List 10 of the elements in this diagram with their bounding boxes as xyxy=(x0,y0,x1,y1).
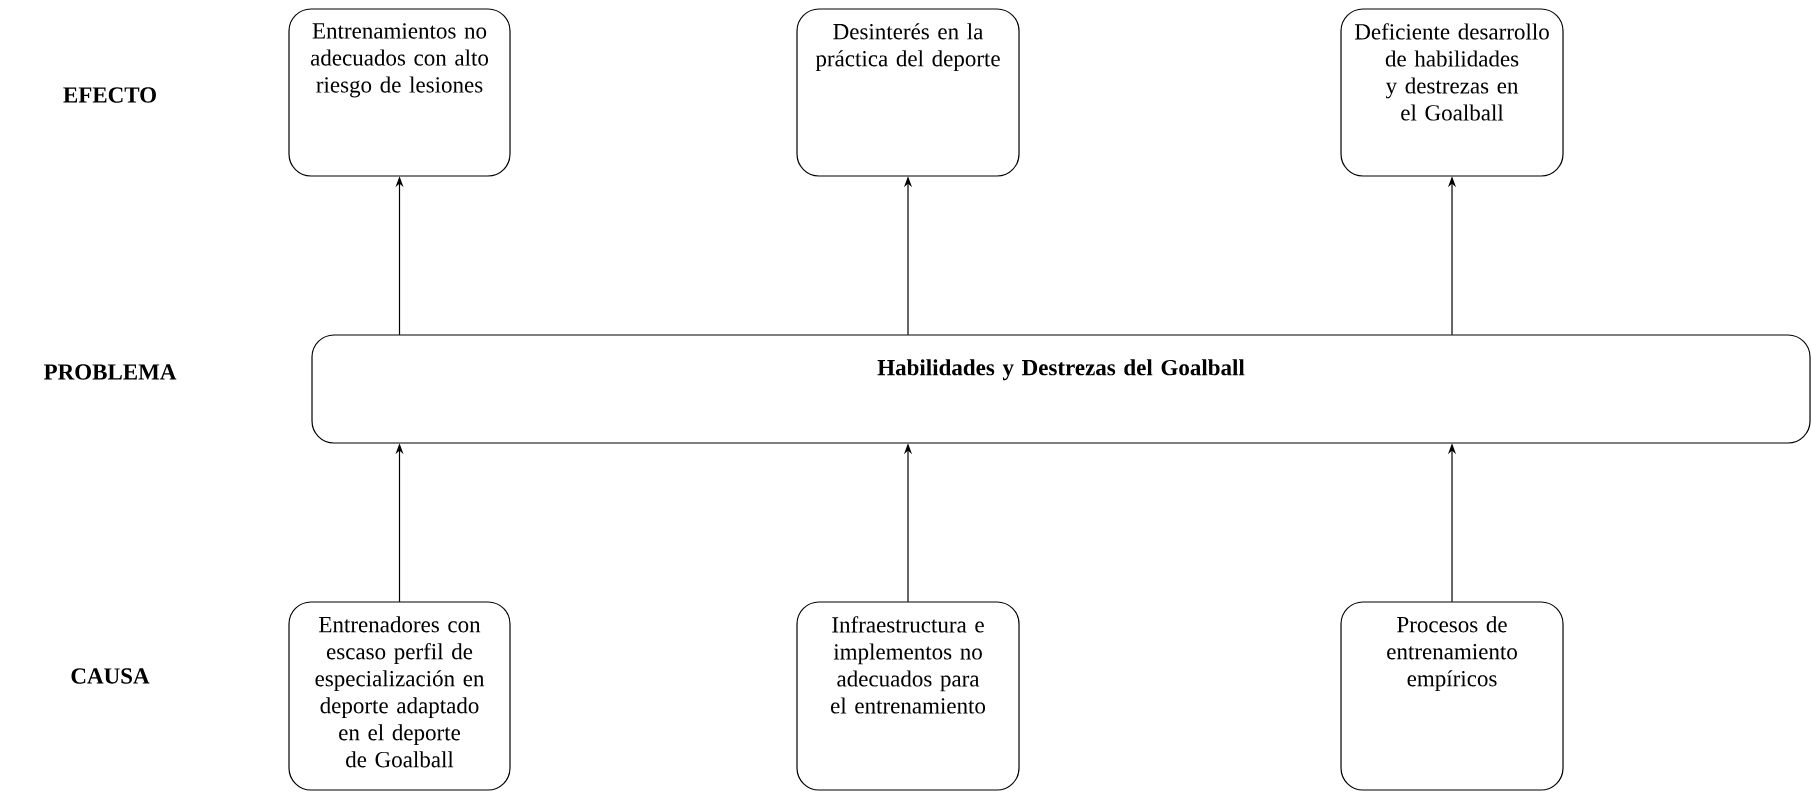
effect-box: Deficiente desarrollo de habilidades y destrezas en el Goalball xyxy=(1340,8,1564,177)
row-label: CAUSA xyxy=(71,668,150,684)
row-label: EFECTO xyxy=(63,87,156,103)
cause-box: Procesos de entrenamiento empíricos xyxy=(1340,601,1564,791)
row-label: PROBLEMA xyxy=(43,364,177,380)
effect-box: Desinterés en la práctica del deporte xyxy=(796,8,1020,177)
effect-box: Entrenamientos no adecuados con alto riesgo de lesiones xyxy=(288,8,511,177)
cause-box: Infraestructura e implementos no adecuados para el entrenamiento xyxy=(796,601,1020,791)
problem-box: Habilidades y Destrezas del Goalball xyxy=(311,334,1811,444)
cause-box: Entrenadores con escaso perfil de especialización en deporte adaptado en el deporte de Goalball xyxy=(288,601,511,791)
